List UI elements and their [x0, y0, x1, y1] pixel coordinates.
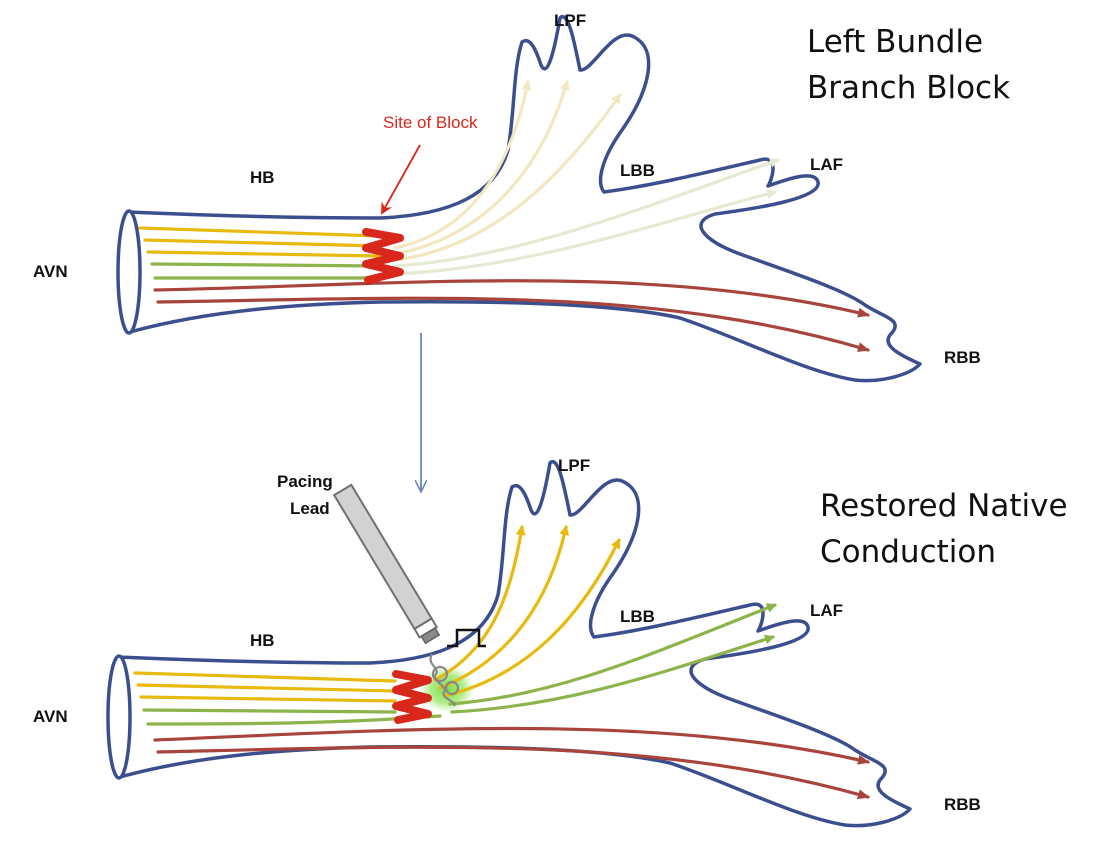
- bottom-yellow-fiber-2: [136, 683, 397, 693]
- top-proximal-fibers: [138, 226, 382, 280]
- bottom-rbb-fiber-1: [153, 726, 870, 765]
- bottom-lpf-fiber-3: [443, 538, 621, 698]
- pacing-lead-helix: [429, 653, 456, 707]
- pacing-lead-coil-2: [444, 680, 460, 696]
- top-lpf-label: LPF: [554, 11, 586, 30]
- bottom-proximal-fibers: [133, 671, 442, 726]
- bottom-bundle-outline: [116, 459, 912, 828]
- bottom-block-zigzag: [392, 670, 432, 724]
- top-bundle-outline: [126, 14, 922, 383]
- top-title-line2: Branch Block: [807, 70, 1010, 106]
- bottom-yellow-fiber-1: [133, 671, 397, 683]
- bottom-lpf-fiber-1: [433, 525, 526, 682]
- bottom-yellow-fiber-3: [139, 695, 397, 703]
- top-lpf-fiber-3: [393, 93, 622, 262]
- top-rbb-label: RBB: [944, 348, 981, 367]
- top-lpf-fiber-2: [393, 80, 570, 256]
- site-of-block-arrow: [381, 144, 421, 215]
- top-laf-label: LAF: [810, 155, 843, 174]
- pacing-pulse-icon: [447, 628, 486, 648]
- bottom-rbb-label: RBB: [944, 795, 981, 814]
- bottom-laf-label: LAF: [810, 601, 843, 620]
- bottom-hb-label: HB: [250, 631, 275, 650]
- pacing-lead-label-line2: Lead: [290, 499, 330, 518]
- top-lbb-label: LBB: [620, 161, 655, 180]
- top-laf-fiber-2: [393, 189, 777, 276]
- bottom-title-line1: Restored Native: [820, 488, 1068, 524]
- top-green-fiber-1: [150, 262, 382, 268]
- bottom-title-line2: Conduction: [820, 534, 996, 570]
- top-blocked-fibers: [393, 80, 780, 276]
- pacing-lead: [332, 483, 460, 707]
- pacing-lead-tip: [420, 627, 441, 645]
- bottom-avn-opening: [106, 654, 132, 780]
- bottom-lpf-label: LPF: [558, 456, 590, 475]
- bottom-rbb-fiber-2: [156, 745, 870, 800]
- bottom-green-fiber-1: [142, 708, 397, 714]
- top-title-line1: Left Bundle: [807, 24, 983, 60]
- bottom-laf-fiber-2: [450, 634, 775, 714]
- site-of-block-label: Site of Block: [383, 113, 478, 132]
- pacing-lead-coil-1: [431, 665, 449, 683]
- bottom-lbb-label: LBB: [620, 607, 655, 626]
- bottom-diagram: HB AVN LPF LBB LAF RBB Pacing Lead Resto…: [33, 456, 1068, 828]
- pacing-lead-label-line1: Pacing: [277, 472, 333, 491]
- top-yellow-fiber-1: [138, 226, 382, 238]
- top-diagram: HB AVN LPF LBB LAF RBB Site of Block Lef…: [33, 11, 1010, 383]
- top-yellow-fiber-3: [146, 250, 382, 258]
- top-hb-label: HB: [250, 168, 275, 187]
- bottom-avn-label: AVN: [33, 707, 68, 726]
- pacing-lead-body: [332, 483, 434, 631]
- top-rbb-fiber-1: [153, 279, 870, 318]
- bottom-laf-fiber-1: [448, 603, 777, 706]
- top-avn-label: AVN: [33, 262, 68, 281]
- top-yellow-fiber-2: [143, 238, 382, 248]
- top-block-zigzag: [362, 228, 404, 284]
- top-laf-fiber-1: [393, 157, 780, 268]
- top-avn-opening: [116, 209, 142, 335]
- top-rbb-fiber-2: [156, 296, 870, 352]
- bottom-lpf-fiber-2: [438, 525, 570, 690]
- bottom-restored-fibers: [433, 525, 777, 714]
- top-lpf-fiber-1: [393, 80, 532, 250]
